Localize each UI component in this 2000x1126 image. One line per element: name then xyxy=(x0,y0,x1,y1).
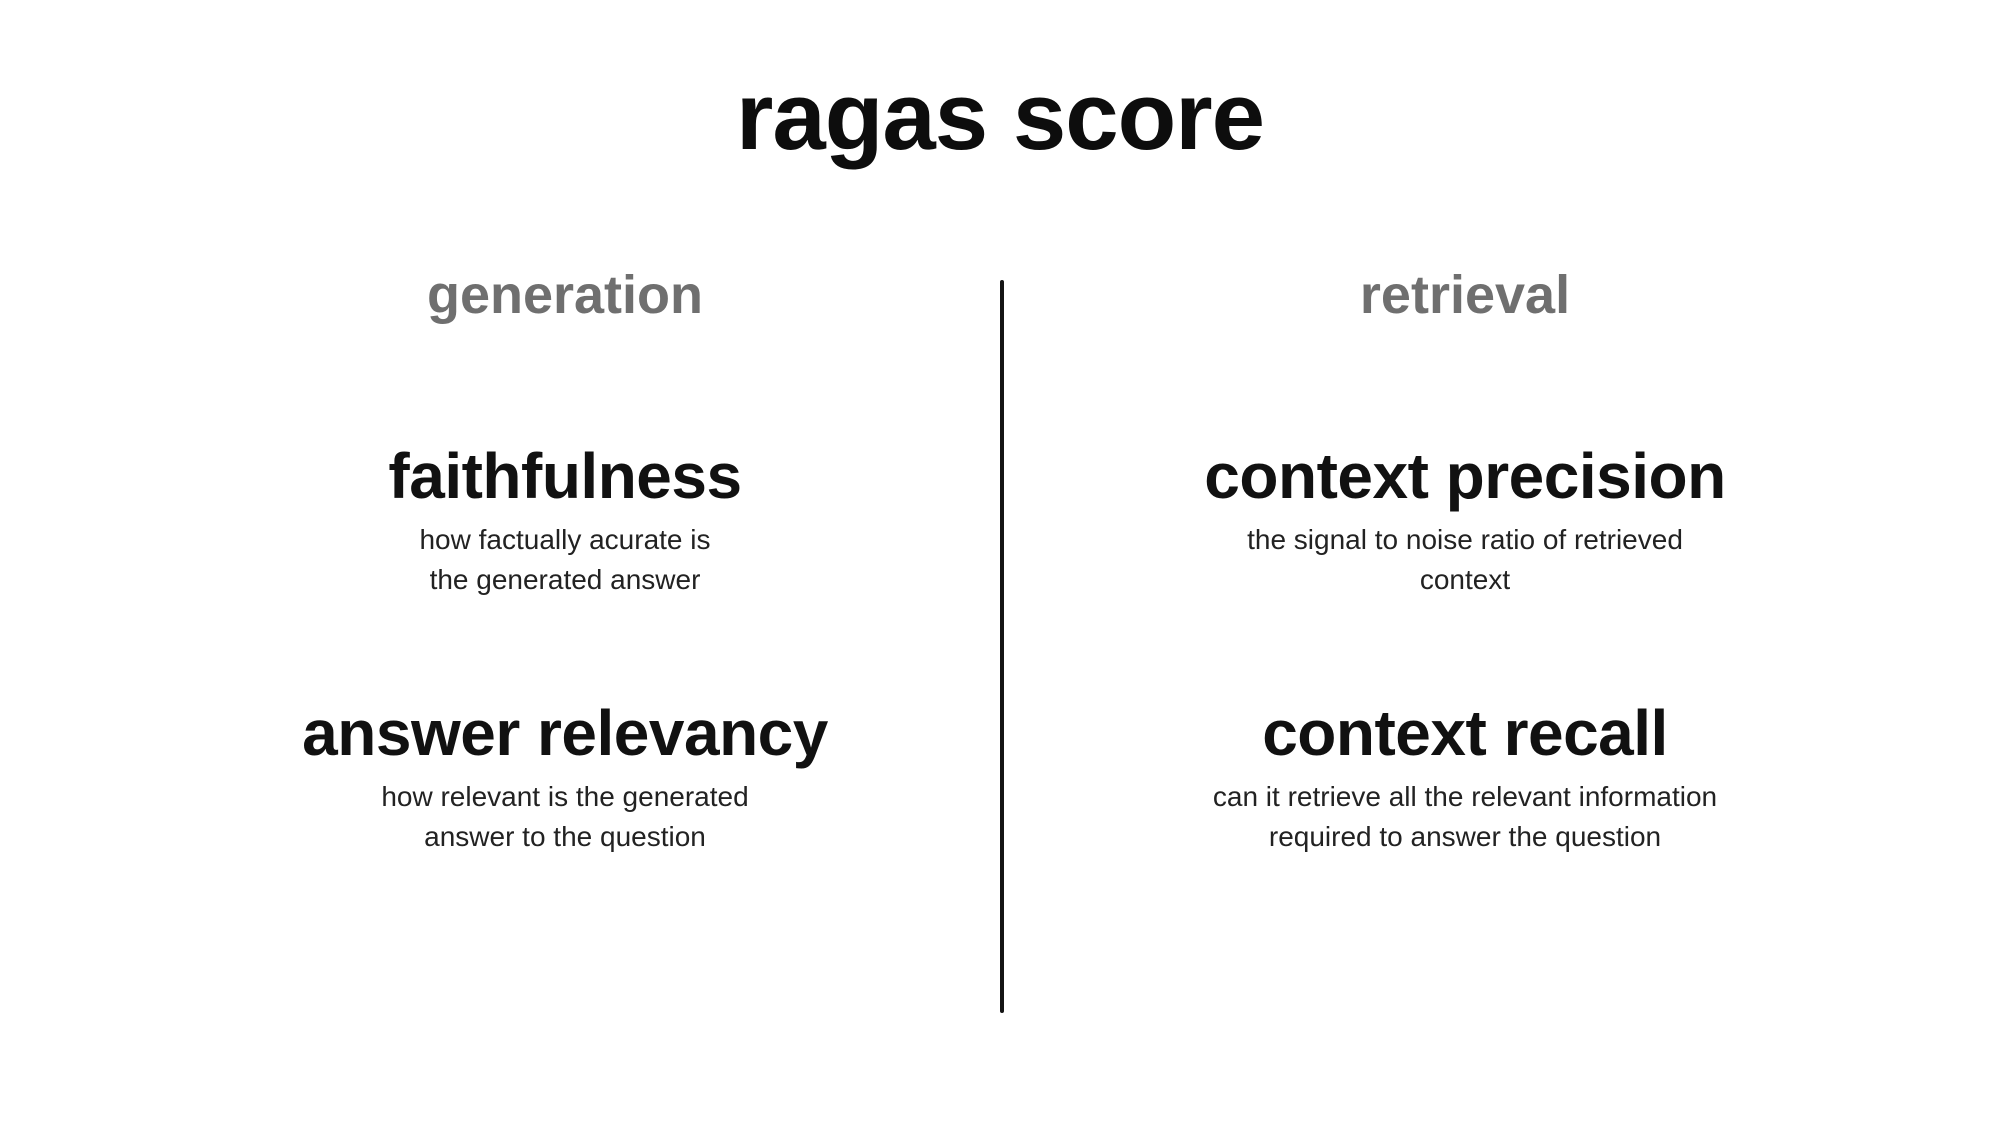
description-line: the signal to noise ratio of retrieved xyxy=(1247,523,1683,555)
metric-answer-relevancy-description: how relevant is the generated answer to … xyxy=(115,777,1015,858)
metric-context-precision-name: context precision xyxy=(1204,440,1726,512)
metric-context-recall-name: context recall xyxy=(1262,697,1668,769)
retrieval-section-header: retrieval xyxy=(1359,265,1571,325)
description-line: required to answer the question xyxy=(1268,821,1662,853)
description-line: can it retrieve all the relevant informa… xyxy=(1212,780,1718,812)
metric-context-recall: context recall can it retrieve all the r… xyxy=(1015,697,1915,858)
description-line: context xyxy=(1419,564,1511,596)
metric-answer-relevancy: answer relevancy how relevant is the gen… xyxy=(115,697,1015,858)
metric-faithfulness-description: how factually acurate is the generated a… xyxy=(115,520,1015,601)
metric-faithfulness: faithfulness how factually acurate is th… xyxy=(115,440,1015,601)
description-line: how factually acurate is xyxy=(419,523,711,555)
description-line: answer to the question xyxy=(424,821,706,853)
metric-context-precision-description: the signal to noise ratio of retrieved c… xyxy=(1015,520,1915,601)
column-divider-line xyxy=(1000,280,1004,1013)
metric-context-precision: context precision the signal to noise ra… xyxy=(1015,440,1915,601)
description-line: the generated answer xyxy=(429,564,701,596)
generation-section-header: generation xyxy=(426,265,704,325)
metric-answer-relevancy-name: answer relevancy xyxy=(302,697,828,769)
metric-context-recall-description: can it retrieve all the relevant informa… xyxy=(1015,777,1915,858)
metric-faithfulness-name: faithfulness xyxy=(388,440,742,512)
description-line: how relevant is the generated xyxy=(381,780,749,812)
page-title: ragas score xyxy=(735,63,1265,170)
